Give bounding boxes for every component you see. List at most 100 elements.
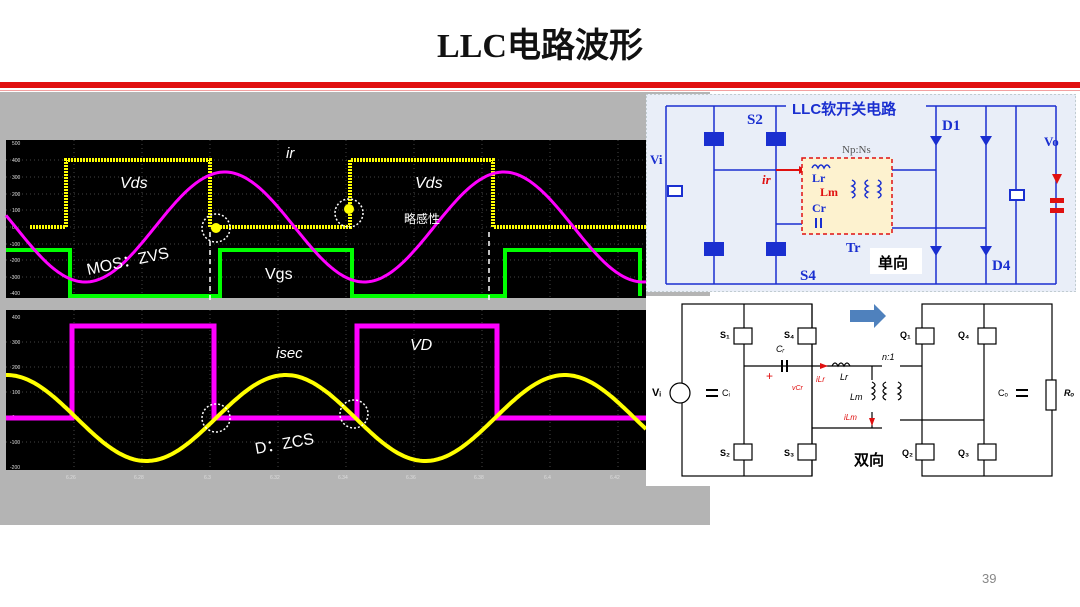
vds-label-1: Vds: [120, 175, 148, 192]
lm-label: Lm: [820, 185, 838, 199]
vi-label: Vi: [650, 152, 663, 167]
title-divider-thin: [0, 90, 1080, 91]
q4-label: Q₄: [958, 330, 969, 340]
zvs-point-2: [344, 204, 354, 214]
d4-label: D4: [992, 258, 1011, 274]
lm-label: Lm: [850, 392, 863, 402]
bottom-x-ticks: 6.26 6.28 6.3 6.32 6.34 6.36 6.38 6.4 6.…: [66, 475, 620, 481]
lm-inductor: [850, 179, 856, 199]
vi-capacitor: [667, 185, 683, 197]
title-divider: [0, 82, 1080, 88]
tick: 6.36: [406, 475, 416, 481]
vcr-label: vCr: [792, 385, 804, 392]
tick: 6.3: [204, 475, 211, 481]
s2-label: S2: [747, 112, 763, 128]
ro-resistor: [1045, 379, 1057, 411]
vcr-plus: +: [766, 369, 773, 383]
ir-waveform: [4, 170, 647, 284]
lr-label: Lr: [812, 171, 826, 185]
q2-label: Q₂: [902, 448, 913, 458]
tick: 6.32: [270, 475, 280, 481]
lr-label: Lr: [840, 372, 849, 382]
vi-source-icon: [669, 382, 691, 404]
circuit-switches: [704, 132, 992, 256]
cr-label: Cᵣ: [776, 344, 784, 354]
ro-label: Rₒ: [1064, 388, 1074, 398]
circuit-title: LLC软开关电路: [792, 100, 897, 118]
tick: 6.28: [134, 475, 144, 481]
s4-label: S4: [800, 268, 816, 284]
d1-label: D1: [942, 118, 960, 134]
tick: -200: [10, 465, 20, 471]
circuit-labels: S₁ S₄ S₂ S₃ Q₁ Q₄ Q₂ Q₃ Cᵣ vCr + iLr Lr …: [652, 330, 1074, 470]
isec-waveform: [6, 373, 648, 463]
tick: 200: [12, 365, 21, 371]
ir-label: ir: [762, 172, 772, 187]
q3-label: Q₃: [958, 448, 969, 458]
cr-label: Cr: [812, 201, 827, 215]
bridge-switches: [733, 327, 997, 461]
tick: -400: [10, 291, 20, 297]
ilr-arrow: [820, 363, 828, 369]
load-symbol: [1050, 208, 1064, 213]
zcs-marker-2: [339, 399, 369, 429]
oscilloscope-panel: 500 400 300 200 100 0 -100 -200 -300 -40…: [0, 92, 710, 525]
s2-label: S₂: [720, 448, 730, 458]
tick: -200: [10, 258, 20, 264]
vd-waveform: [6, 323, 646, 421]
q1-label: Q₁: [900, 330, 911, 340]
vgs-label: Vgs: [265, 266, 293, 283]
tick: 100: [12, 208, 21, 214]
co-label: Cₒ: [998, 388, 1008, 398]
vgs-waveform: [6, 248, 642, 298]
tick: -300: [10, 275, 20, 281]
transformer-secondary: [876, 179, 882, 199]
tick: 6.4: [544, 475, 551, 481]
lr-inductor: [831, 362, 851, 368]
tick: 200: [12, 192, 21, 198]
unidirectional-label: 单向: [878, 254, 908, 272]
tick: 400: [12, 158, 21, 164]
circuit-labels: LLC软开关电路 Vi Vo S2 S4 D1 D4 Np:Ns ir Lr L…: [650, 98, 1059, 284]
tick: 6.34: [338, 475, 348, 481]
llc-circuit-unidirectional: LLC软开关电路 Vi Vo S2 S4 D1 D4 Np:Ns ir Lr L…: [646, 94, 1076, 292]
vo-label: Vo: [1044, 134, 1059, 149]
flow-arrow-icon: [850, 304, 886, 328]
output-capacitor: [1009, 189, 1025, 201]
zvs-marker-1: [201, 213, 231, 243]
ir-label: ir: [286, 145, 295, 162]
bidirectional-label: 双向: [854, 451, 884, 469]
tick: 400: [12, 315, 21, 321]
npns-label: Np:Ns: [842, 144, 871, 156]
lr-inductor: [811, 164, 831, 170]
tick: 6.42: [610, 475, 620, 481]
ci-label: Cᵢ: [722, 388, 730, 398]
tick: 300: [12, 175, 21, 181]
oscilloscope-svg: 500 400 300 200 100 0 -100 -200 -300 -40…: [4, 140, 648, 481]
inductive-label: 略感性: [404, 211, 440, 226]
ilm-label: iLm: [844, 413, 857, 422]
ilm-arrow: [869, 418, 875, 426]
top-y-ticks: 500 400 300 200 100 0 -100 -200 -300 -40…: [10, 141, 21, 297]
transformer-primary: [864, 179, 870, 199]
bidirectional-circuit: S₁ S₄ S₂ S₃ Q₁ Q₄ Q₂ Q₃ Cᵣ vCr + iLr Lr …: [646, 296, 1080, 486]
turns-ratio-label: n:1: [882, 352, 895, 362]
vo-arrow: [1052, 174, 1062, 184]
tick: 300: [12, 340, 21, 346]
s3-label: S₃: [784, 448, 794, 458]
lm-inductor: [870, 381, 876, 401]
zvs-point-1: [211, 223, 221, 233]
tr-label: Tr: [846, 241, 861, 256]
slide-title: LLC电路波形: [437, 28, 643, 65]
transformer-primary: [882, 381, 888, 401]
load-symbol: [1050, 198, 1064, 203]
transformer-secondary: [896, 381, 902, 401]
tick: 6.38: [474, 475, 484, 481]
s4-label: S₄: [784, 330, 794, 340]
zcs-marker-1: [201, 403, 231, 433]
tick: 100: [12, 390, 21, 396]
s1-label: S₁: [720, 330, 730, 340]
tick: 6.26: [66, 475, 76, 481]
page-number: 39: [982, 571, 997, 586]
vds-label-2: Vds: [415, 175, 443, 192]
